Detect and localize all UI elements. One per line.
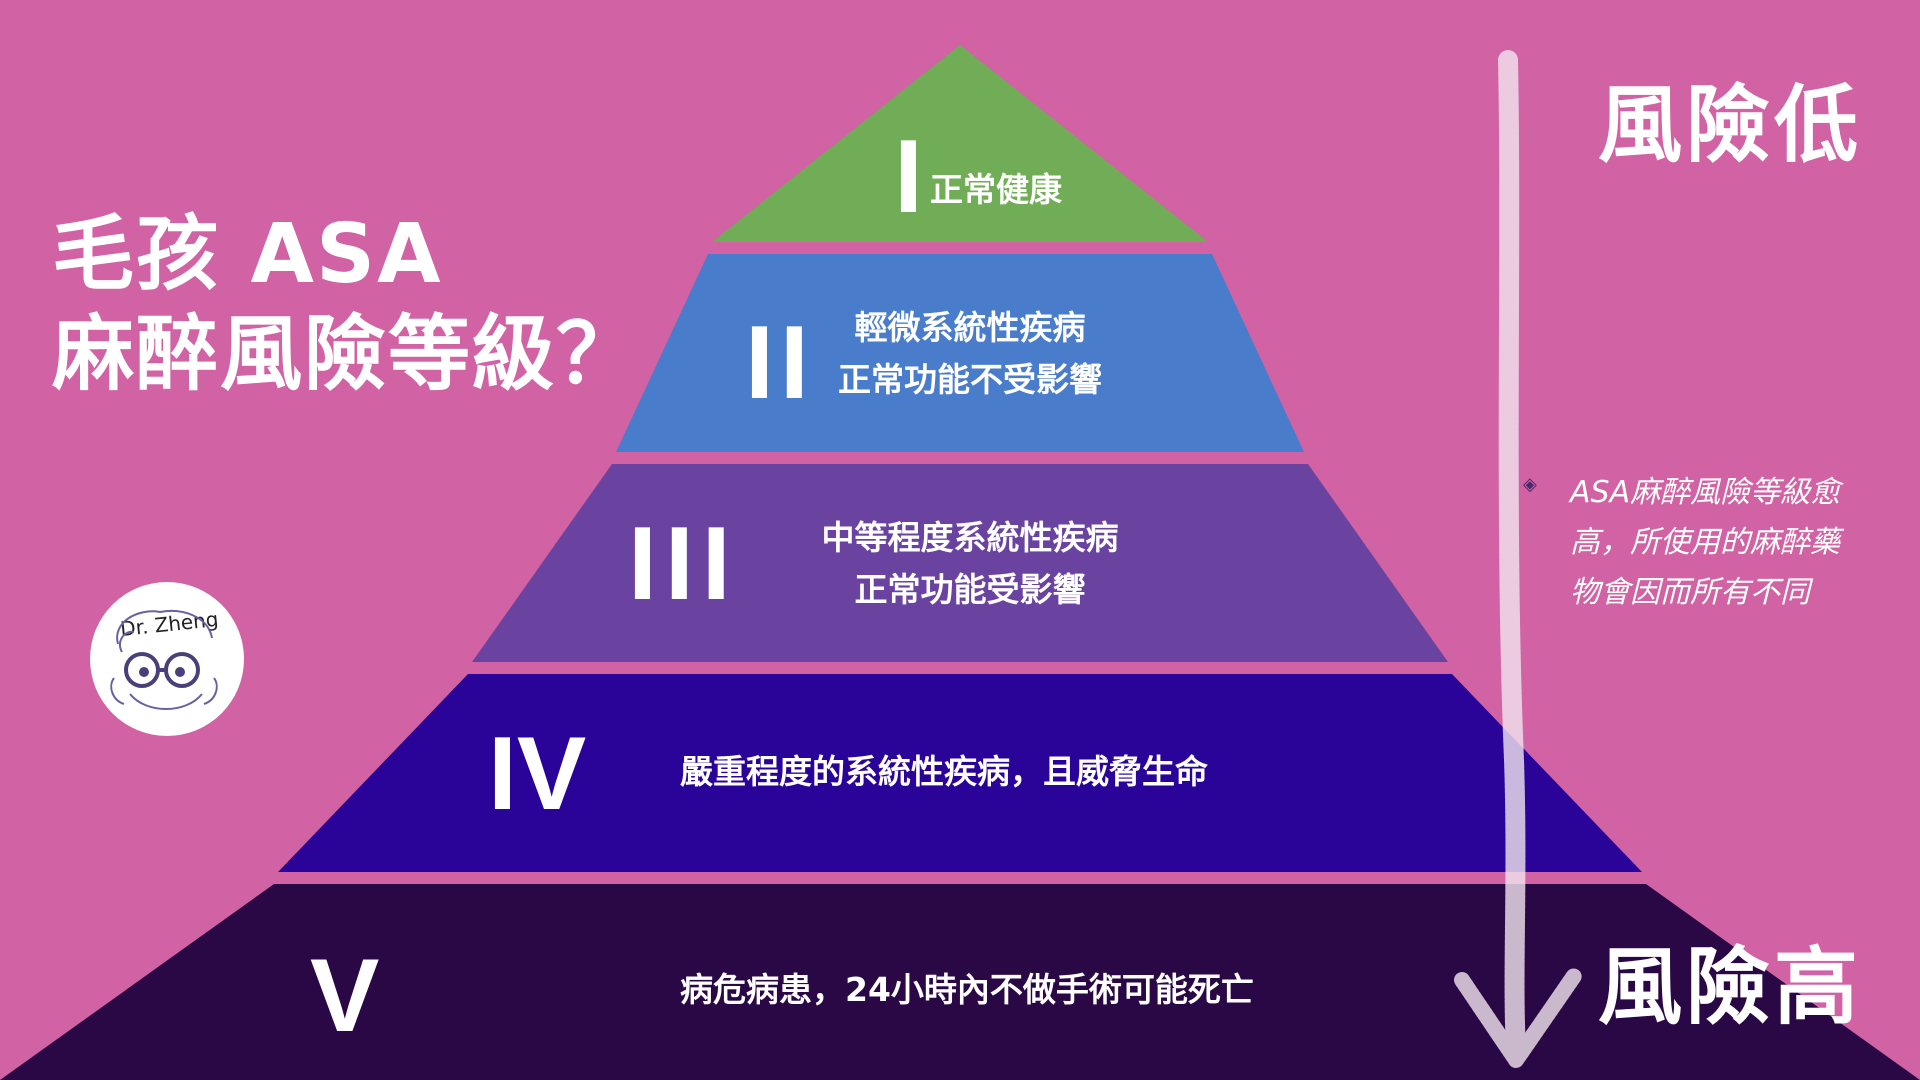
level-3-numeral: III xyxy=(628,506,739,622)
level-3-line-1: 中等程度系統性疾病 xyxy=(821,518,1119,557)
level-3-tier xyxy=(472,464,1448,662)
level-4-line-1: 嚴重程度的系統性疾病，且威脅生命 xyxy=(680,752,1208,791)
risk-arrow-shaft xyxy=(1498,50,1526,1058)
page-title: 毛孩 ASA 麻醉風險等級？ xyxy=(52,205,640,405)
note-line-3: 物會因而所有不同 xyxy=(1570,575,1810,610)
level-5-numeral: V xyxy=(310,938,380,1054)
level-1-line-1: 正常健康 xyxy=(930,170,1062,209)
risk-arrow xyxy=(1454,50,1582,1068)
level-5-line-1: 病危病患，24小時內不做手術可能死亡 xyxy=(680,970,1254,1009)
level-2-tier xyxy=(616,254,1304,452)
level-4-description: 嚴重程度的系統性疾病，且威脅生命 xyxy=(680,746,1208,798)
note-line-1: ASA麻醉風險等級愈 xyxy=(1570,475,1841,510)
level-4-tier xyxy=(278,674,1642,872)
logo-face-icon xyxy=(110,610,218,710)
asa-note: ASA麻醉風險等級愈 高，所使用的麻醉藥 物會因而所有不同 xyxy=(1570,468,1870,618)
level-5-description: 病危病患，24小時內不做手術可能死亡 xyxy=(680,964,1254,1016)
risk-arrow-head xyxy=(1454,968,1582,1068)
note-line-2: 高，所使用的麻醉藥 xyxy=(1570,525,1840,560)
level-4-numeral: IV xyxy=(488,716,587,832)
title-line-1: 毛孩 ASA xyxy=(52,207,443,302)
level-1-tier xyxy=(712,45,1208,242)
level-2-line-1: 輕微系統性疾病 xyxy=(854,308,1086,347)
dr-zheng-logo: Dr. Zheng xyxy=(90,582,244,736)
bullet-icon: ◈ xyxy=(1523,474,1537,495)
level-3-line-2: 正常功能受影響 xyxy=(854,570,1086,609)
level-5-tier xyxy=(0,884,1920,1080)
level-3-description: 中等程度系統性疾病 正常功能受影響 xyxy=(800,512,1140,616)
level-1-numeral: I xyxy=(894,119,923,235)
level-2-line-2: 正常功能不受影響 xyxy=(838,360,1102,399)
level-2-numeral: II xyxy=(745,305,815,421)
level-2-description: 輕微系統性疾病 正常功能不受影響 xyxy=(820,302,1120,406)
risk-low-label: 風險低 xyxy=(1598,76,1863,174)
title-line-2: 麻醉風險等級？ xyxy=(52,307,641,402)
risk-high-label: 風險高 xyxy=(1598,938,1863,1036)
level-1-description: 正常健康 xyxy=(930,164,1062,216)
